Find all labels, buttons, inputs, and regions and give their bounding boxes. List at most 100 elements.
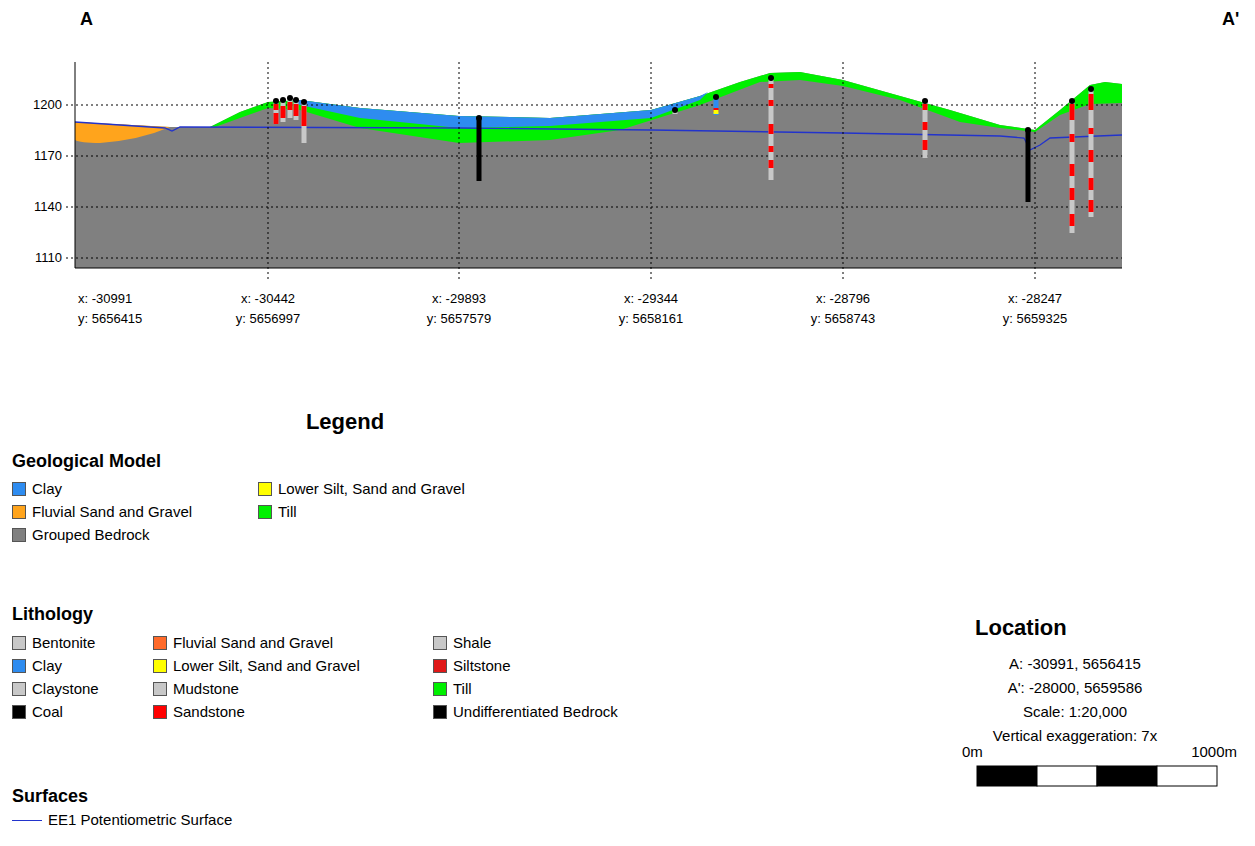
legend-text: Shale	[453, 634, 491, 652]
borehole-segment	[274, 101, 279, 124]
coordinate: x: -29893	[432, 291, 486, 307]
borehole-segment	[923, 101, 928, 158]
legend-line-sample	[12, 820, 42, 821]
borehole-collar	[1088, 86, 1094, 92]
coordinate: y: 5656997	[236, 311, 300, 327]
borehole-collar	[301, 99, 307, 105]
borehole-segment	[1089, 200, 1094, 212]
borehole-segment	[281, 100, 286, 122]
borehole-collar	[713, 94, 719, 100]
axis	[75, 62, 76, 268]
legend-swatch	[12, 682, 26, 696]
legend-text: Till	[453, 680, 472, 698]
borehole-segment	[1070, 101, 1075, 233]
borehole-segment	[923, 104, 928, 110]
legend-heading: Geological Model	[12, 451, 161, 473]
legend-text: Mudstone	[173, 680, 239, 698]
till	[210, 72, 1122, 143]
scale-label: 0m	[962, 743, 983, 761]
borehole-segment	[477, 118, 482, 181]
borehole-segment	[923, 140, 928, 150]
clay	[292, 92, 708, 128]
coordinate: y: 5657579	[427, 311, 491, 327]
borehole-segment	[1070, 188, 1075, 200]
borehole-segment	[769, 146, 774, 152]
legend-swatch	[153, 682, 167, 696]
legend-swatch	[12, 482, 26, 496]
axis-value: 1170	[34, 148, 62, 164]
legend-text: Grouped Bedrock	[32, 526, 150, 544]
location-title: Location	[975, 615, 1067, 641]
borehole-segment	[1089, 178, 1094, 190]
legend-swatch	[12, 636, 26, 650]
borehole-segment	[1070, 164, 1075, 176]
legend-text: Fluvial Sand and Gravel	[32, 503, 192, 521]
borehole-segment	[274, 104, 279, 110]
location-text: Vertical exaggeration: 7x	[993, 727, 1157, 745]
legend-text: Lower Silt, Sand and Gravel	[173, 657, 360, 675]
borehole-segment	[1089, 94, 1094, 110]
borehole-segment	[294, 104, 299, 116]
borehole-segment	[1070, 214, 1075, 226]
legend-title: Legend	[306, 409, 384, 435]
borehole-segment	[769, 84, 774, 88]
coordinate: x: -30442	[241, 291, 295, 307]
location-text: A: -30991, 5656415	[1009, 655, 1141, 673]
legend-text: EE1 Potentiometric Surface	[48, 811, 232, 829]
coordinate: y: 5658743	[811, 311, 875, 327]
legend-swatch	[433, 705, 447, 719]
borehole-segment	[281, 106, 286, 118]
borehole-segment	[769, 160, 774, 168]
borehole-collar	[476, 115, 482, 121]
coordinate: y: 5659325	[1003, 311, 1067, 327]
legend-text: Fluvial Sand and Gravel	[173, 634, 333, 652]
coordinate: x: -28247	[1008, 291, 1062, 307]
borehole-segment	[302, 106, 307, 126]
coordinate: x: -28796	[816, 291, 870, 307]
borehole-segment	[274, 113, 279, 124]
legend-swatch	[12, 705, 26, 719]
borehole-collar	[922, 98, 928, 104]
legend-swatch	[258, 482, 272, 496]
legend-text: Siltstone	[453, 657, 511, 675]
borehole-collar	[273, 98, 279, 104]
grid	[66, 62, 1122, 282]
legend-swatch	[153, 705, 167, 719]
scale-label: 1000m	[1191, 743, 1237, 761]
legend-swatch	[433, 659, 447, 673]
borehole-segment	[769, 124, 774, 134]
borehole-segment	[1089, 150, 1094, 162]
borehole-segment	[769, 100, 774, 106]
axis-value: 1110	[35, 250, 62, 266]
legend-text: Lower Silt, Sand and Gravel	[278, 480, 465, 498]
borehole-segment	[1026, 130, 1031, 202]
coordinate: y: 5658161	[619, 311, 683, 327]
legend-text: Clay	[32, 480, 62, 498]
legend-swatch	[258, 505, 272, 519]
legend-swatch	[433, 682, 447, 696]
coordinate: x: -30991	[78, 291, 132, 307]
legend-swatch	[153, 636, 167, 650]
borehole-collar	[293, 97, 299, 103]
borehole-collar	[672, 107, 678, 113]
coordinate: y: 5656415	[78, 311, 142, 327]
boreholes	[273, 75, 1094, 233]
legend-heading: Lithology	[12, 604, 93, 626]
legend-text: Sandstone	[173, 703, 245, 721]
borehole-segment	[769, 78, 774, 180]
legend-text: Coal	[32, 703, 63, 721]
borehole-segment	[288, 102, 293, 110]
legend-swatch	[12, 528, 26, 542]
section-end: A'	[1222, 9, 1239, 31]
section-end: A	[80, 9, 93, 31]
legend-text: Claystone	[32, 680, 99, 698]
borehole-segment	[1070, 104, 1075, 120]
borehole-segment	[1089, 89, 1094, 217]
legend-text: Till	[278, 503, 297, 521]
legend-text: Bentonite	[32, 634, 95, 652]
borehole-segment	[923, 122, 928, 130]
borehole-segment	[714, 110, 719, 114]
borehole-collar	[287, 95, 293, 101]
legend-swatch	[433, 636, 447, 650]
bedrock	[75, 72, 1122, 268]
